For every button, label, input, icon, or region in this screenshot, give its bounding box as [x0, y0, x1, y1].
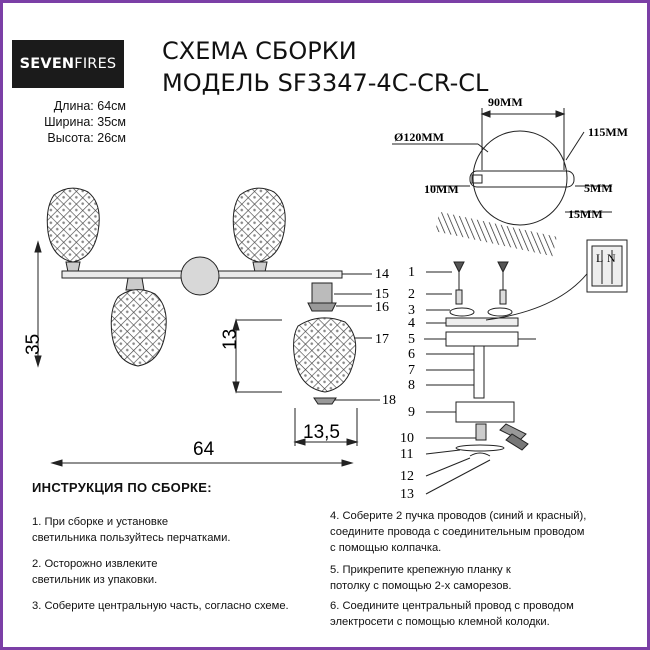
- mount-part-13: 13: [400, 487, 414, 502]
- mount-part-4: 4: [408, 316, 415, 331]
- logo-bold: SEVEN: [19, 56, 75, 72]
- step-4-line-2: соедините провода с соединительным прово…: [330, 526, 585, 538]
- dim-shade-height-label: 13: [220, 329, 241, 350]
- part-label-18: 18: [382, 393, 396, 408]
- dim-5mm: 5ММ: [584, 181, 613, 195]
- instruction-step-4: 4. Соберите 2 пучка проводов (синий и кр…: [330, 508, 586, 556]
- title-line-1: СХЕМА СБОРКИ: [162, 37, 357, 65]
- part-label-15: 15: [375, 287, 389, 302]
- dim-shade-width-label: 13,5: [303, 422, 340, 443]
- mount-part-1: 1: [408, 265, 415, 280]
- page-title: СХЕМА СБОРКИ МОДЕЛЬ SF3347-4C-CR-CL: [162, 35, 488, 99]
- dim-width: Ширина: 35см: [44, 115, 126, 129]
- dim-height: Высота: 26см: [47, 131, 126, 145]
- mount-part-9: 9: [408, 405, 415, 420]
- step-5-line-1: 5. Прикрепите крепежную планку к: [330, 564, 511, 576]
- shade-top-left: [46, 187, 100, 263]
- terminal-L: L: [596, 251, 603, 265]
- shade-top-right: [232, 187, 286, 263]
- mount-part-10: 10: [400, 431, 414, 446]
- dim-depth-label: 35: [23, 334, 44, 355]
- dim-115mm: 115ММ: [588, 125, 628, 139]
- instructions-title: ИНСТРУКЦИЯ ПО СБОРКЕ:: [32, 480, 212, 495]
- mount-part-2: 2: [408, 287, 415, 302]
- title-line-2: МОДЕЛЬ SF3347-4C-CR-CL: [162, 69, 489, 97]
- mount-part-6: 6: [408, 347, 415, 362]
- step-1-line-2: светильника пользуйтесь перчатками.: [32, 532, 231, 544]
- mount-part-5: 5: [408, 332, 415, 347]
- dimensions-list: Длина: 64см Ширина: 35см Высота: 26см: [36, 98, 126, 146]
- shade-separate: [293, 317, 357, 393]
- instruction-step-2: 2. Осторожно извлеките светильник из упа…: [32, 556, 157, 588]
- dim-15mm: 15ММ: [568, 207, 603, 221]
- mount-part-11: 11: [400, 447, 413, 462]
- step-6-line-1: 6. Соедините центральный провод с провод…: [330, 600, 574, 612]
- step-3-line-1: 3. Соберите центральную часть, согласно …: [32, 600, 289, 612]
- instruction-step-3: 3. Соберите центральную часть, согласно …: [32, 598, 289, 614]
- mount-part-8: 8: [408, 378, 415, 393]
- central-sphere: [180, 256, 220, 296]
- logo-light: FIRES: [74, 56, 117, 72]
- step-5-line-2: потолку с помощью 2-х саморезов.: [330, 580, 512, 592]
- dim-length: Длина: 64см: [53, 99, 126, 113]
- dim-width-label: 64: [193, 439, 215, 460]
- chandelier-front-view: [34, 187, 380, 467]
- step-4-line-3: с помощью колпачка.: [330, 542, 442, 554]
- exploded-mount-view: [424, 239, 628, 495]
- part-label-17: 17: [375, 332, 389, 347]
- ceiling-hatch: [435, 211, 557, 257]
- instruction-step-1: 1. При сборке и установке светильника по…: [32, 514, 230, 546]
- step-1-line-1: 1. При сборке и установке: [32, 516, 169, 528]
- instruction-step-6: 6. Соедините центральный провод с провод…: [330, 598, 574, 630]
- step-2-line-1: 2. Осторожно извлеките: [32, 558, 158, 570]
- mount-part-12: 12: [400, 469, 414, 484]
- step-6-line-2: электросети с помощью клемной колодки.: [330, 616, 550, 628]
- part-label-14: 14: [375, 267, 389, 282]
- dim-90mm: 90ММ: [488, 95, 523, 109]
- dim-10mm: 10ММ: [424, 182, 459, 196]
- part-label-16: 16: [375, 300, 389, 315]
- step-4-line-1: 4. Соберите 2 пучка проводов (синий и кр…: [330, 510, 587, 522]
- mount-part-7: 7: [408, 363, 415, 378]
- mounting-plate-diagram: [392, 108, 612, 226]
- instruction-step-5: 5. Прикрепите крепежную планку к потолку…: [330, 562, 512, 594]
- shade-lower-left: [110, 289, 167, 367]
- mount-part-3: 3: [408, 303, 415, 318]
- terminal-N: N: [607, 251, 616, 265]
- socket-part: [311, 282, 333, 304]
- dim-120mm: Ø120ММ: [394, 130, 444, 144]
- step-2-line-2: светильник из упаковки.: [32, 574, 158, 586]
